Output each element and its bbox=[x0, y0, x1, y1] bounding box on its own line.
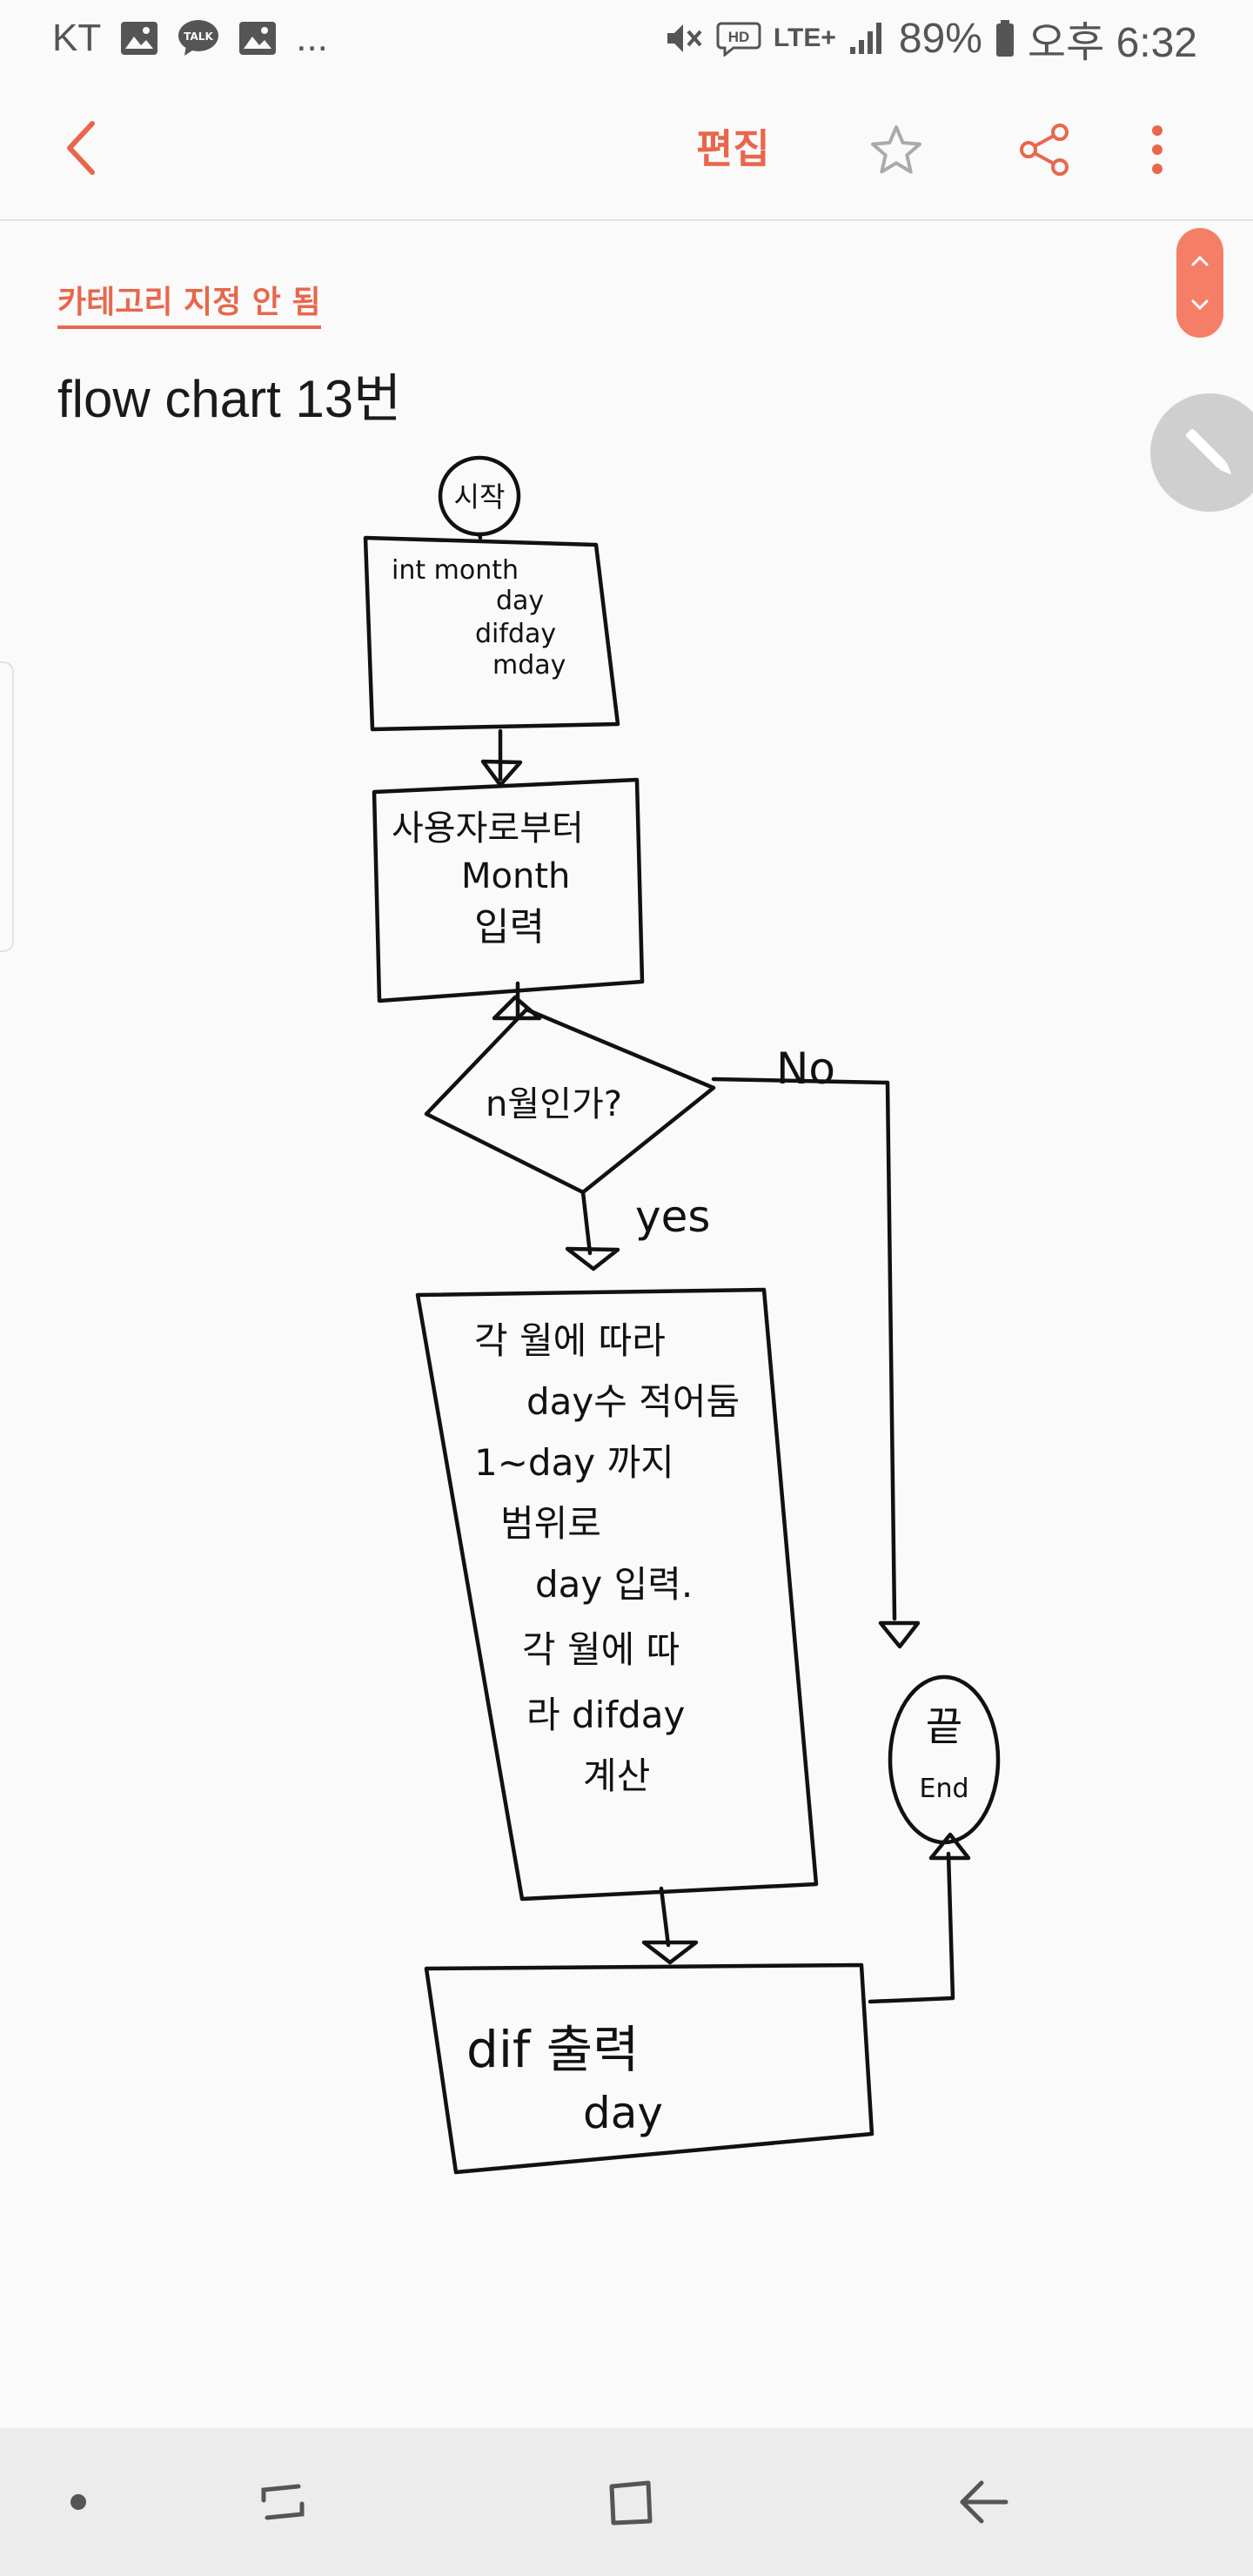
input-line-3: 입력 bbox=[474, 905, 545, 949]
note-title: flow chart 13번 bbox=[57, 370, 402, 428]
star-icon bbox=[871, 125, 921, 174]
process-line-4: 범위로 bbox=[500, 1502, 601, 1545]
process-line-2: day수 적어둠 bbox=[526, 1380, 740, 1423]
output-box-shape bbox=[424, 1962, 874, 2175]
process-line-8: 계산 bbox=[583, 1754, 650, 1797]
carrier-label: KT bbox=[52, 17, 102, 59]
end-node-shape bbox=[888, 1674, 1001, 1845]
process-line-7: 라 difday bbox=[526, 1694, 685, 1736]
chevron-up-down-icon bbox=[1191, 255, 1209, 311]
end-node-label-2: End bbox=[919, 1774, 968, 1804]
no-label: No bbox=[776, 1043, 835, 1094]
share-button[interactable] bbox=[1009, 115, 1079, 184]
pen-edit-button[interactable] bbox=[1150, 393, 1253, 512]
share-icon bbox=[1020, 124, 1069, 176]
back-button[interactable] bbox=[52, 113, 122, 183]
dot-button[interactable] bbox=[44, 2467, 113, 2537]
process-box-shape bbox=[415, 1287, 819, 1902]
hd-voice-icon: HD bbox=[716, 20, 761, 57]
yes-label: yes bbox=[635, 1191, 710, 1242]
pen-icon bbox=[1185, 428, 1232, 475]
handwritten-flowchart: 시작 int month day difday mday 사용자로부터 Mont… bbox=[331, 444, 1044, 2184]
battery-icon bbox=[995, 19, 1015, 57]
navigation-bar bbox=[0, 2428, 1253, 2576]
start-node-label: 시작 bbox=[454, 480, 506, 513]
recent-apps-icon bbox=[261, 2484, 305, 2520]
signal-icon bbox=[848, 21, 887, 56]
dot-icon bbox=[70, 2494, 86, 2510]
status-bar: KT TALK ... HD LTE+ 89% 오후 6:32 bbox=[0, 0, 1253, 78]
declare-line-4: mday bbox=[492, 650, 566, 681]
category-link[interactable]: 카테고리 지정 안 됨 bbox=[57, 277, 321, 329]
scroll-handle[interactable] bbox=[1176, 228, 1223, 338]
app-bar: 편집 bbox=[0, 78, 1253, 221]
process-line-5: day 입력. bbox=[535, 1563, 693, 1606]
svg-text:HD: HD bbox=[728, 29, 750, 45]
output-line-2: day bbox=[583, 2088, 663, 2138]
status-right: HD LTE+ 89% 오후 6:32 bbox=[664, 10, 1197, 66]
status-left: KT TALK ... bbox=[52, 10, 328, 66]
input-line-1: 사용자로부터 bbox=[392, 808, 584, 849]
output-line-1: dif 출력 bbox=[466, 2020, 640, 2079]
edge-panel-handle[interactable] bbox=[0, 661, 14, 952]
mute-icon bbox=[664, 19, 704, 57]
talk-badge-text: TALK bbox=[184, 30, 213, 43]
declare-line-2: day bbox=[496, 586, 544, 616]
battery-percent: 89% bbox=[898, 15, 982, 62]
home-button[interactable] bbox=[596, 2467, 666, 2537]
end-node-label-1: 끝 bbox=[926, 1703, 962, 1750]
kakaotalk-icon: TALK bbox=[178, 19, 219, 57]
process-line-3: 1~day 까지 bbox=[474, 1441, 674, 1484]
recent-apps-button[interactable] bbox=[248, 2467, 318, 2537]
more-vert-icon bbox=[1152, 125, 1163, 174]
declare-box-shape bbox=[363, 535, 620, 732]
decision-label: n월인가? bbox=[486, 1084, 622, 1124]
input-line-2: Month bbox=[461, 856, 570, 896]
declare-line-1: int month bbox=[392, 555, 519, 586]
home-icon bbox=[609, 2480, 653, 2526]
favorite-button[interactable] bbox=[861, 115, 931, 184]
image-icon bbox=[238, 21, 277, 56]
declare-line-3: difday bbox=[475, 619, 556, 649]
edit-button[interactable]: 편집 bbox=[696, 125, 770, 172]
more-options-button[interactable] bbox=[1131, 115, 1183, 184]
input-box-shape bbox=[372, 777, 645, 1003]
back-nav-button[interactable] bbox=[948, 2467, 1018, 2537]
more-notifications-indicator: ... bbox=[296, 17, 328, 59]
lte-icon: LTE+ bbox=[773, 23, 836, 52]
process-line-6: 각 월에 따 bbox=[522, 1628, 680, 1671]
process-line-1: 각 월에 따라 bbox=[474, 1319, 666, 1362]
back-icon bbox=[960, 2480, 1008, 2524]
image-icon bbox=[120, 21, 158, 56]
clock: 오후 6:32 bbox=[1027, 20, 1197, 66]
back-arrow-icon bbox=[67, 121, 95, 175]
